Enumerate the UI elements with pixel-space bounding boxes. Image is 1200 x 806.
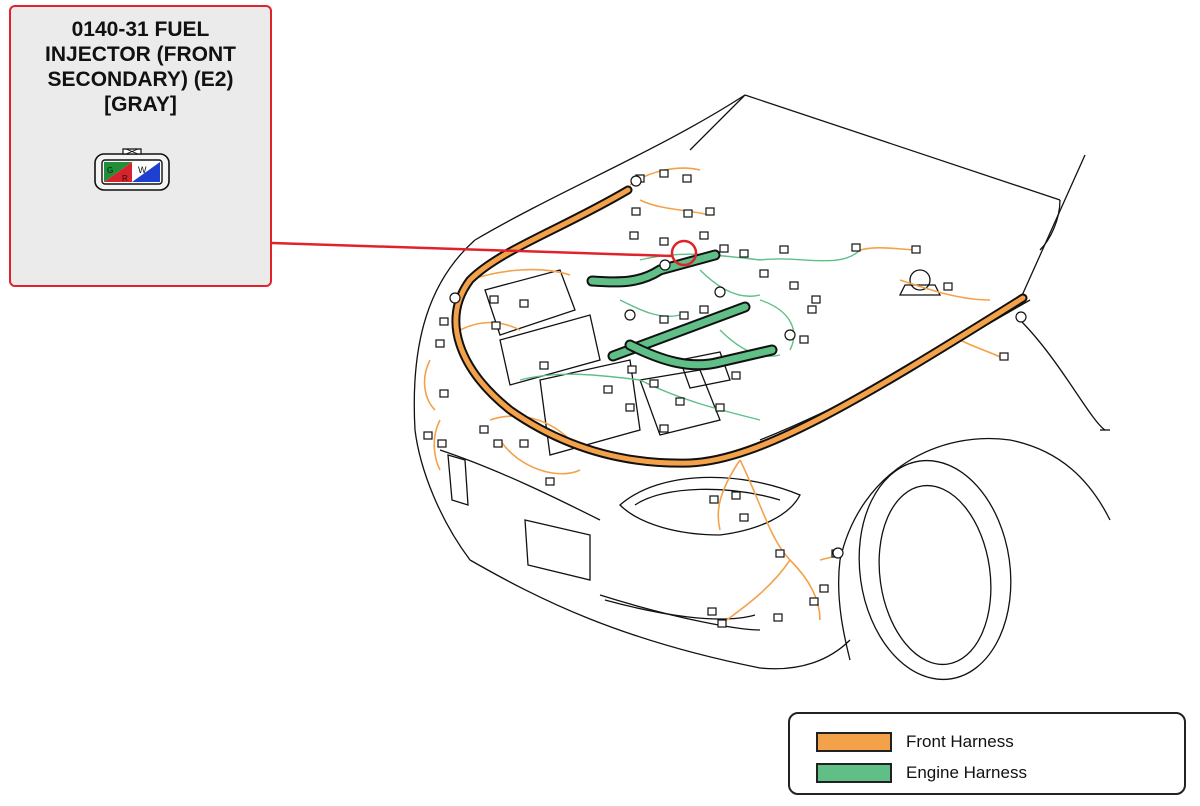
callout-title-line: SECONDARY) (E2) <box>47 68 234 91</box>
connector-callout: 0140-31 FUEL INJECTOR (FRONT SECONDARY) … <box>9 5 272 287</box>
callout-title-line: INJECTOR (FRONT <box>45 43 236 66</box>
front-harness-trunk-outline <box>451 185 1028 468</box>
front-harness-branches <box>423 167 1006 626</box>
legend-swatch <box>816 763 892 783</box>
highlight-circle <box>670 239 698 267</box>
connector-icon: G R W <box>94 148 170 191</box>
car-outline <box>413 94 1111 681</box>
leader-line <box>271 241 673 258</box>
front-harness-trunk <box>453 187 1026 466</box>
engine-harness-branches <box>519 249 861 421</box>
callout-title-line: [GRAY] <box>104 93 177 116</box>
legend-label: Engine Harness <box>906 763 1027 782</box>
pin-label: R <box>122 174 128 183</box>
legend-label: Front Harness <box>906 732 1014 751</box>
pin-label: G <box>107 166 113 175</box>
legend-swatch <box>816 732 892 752</box>
pin-label: W <box>138 165 147 175</box>
callout-title-line: 0140-31 FUEL <box>71 18 210 41</box>
engine-harness-trunks <box>586 249 778 371</box>
legend: Front Harness Engine Harness <box>788 712 1186 795</box>
connectors <box>423 169 1027 628</box>
callout-title: 0140-31 FUEL INJECTOR (FRONT SECONDARY) … <box>11 17 270 117</box>
